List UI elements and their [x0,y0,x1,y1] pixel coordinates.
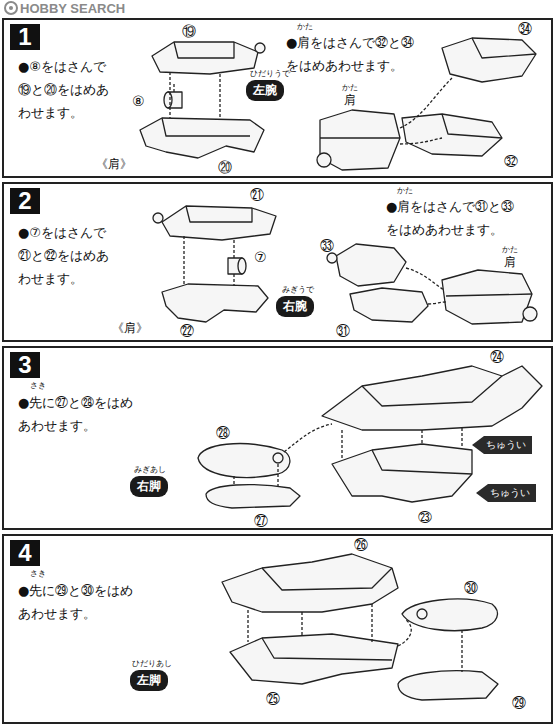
callout-number: ㉚ [464,580,478,594]
callout-number: ㉗ [254,514,268,528]
furigana: かた [397,187,413,195]
step-number-text: 3 [18,353,31,377]
furigana: ひだりあし [132,660,172,668]
furigana: さき [30,382,46,390]
instruction-text: ●先に㉗と㉘をはめあわせます。 [18,392,140,438]
step-number-text: 1 [18,25,31,49]
part-label-text: 右腕 [283,299,307,313]
callout-number: ㉕ [266,692,280,706]
caution-arrow: ちゅうい [472,436,532,454]
step-number: 1 [10,24,40,50]
instruction-text: ●肩をはさんで㉛と㉝をはめあわせます。 [386,196,521,242]
callout-number: ㉛ [336,324,350,338]
caution-arrow-fill [476,484,536,502]
step3-parts [198,366,542,508]
step-number: 3 [10,352,40,378]
callout-number: ㉘ [216,426,230,440]
callout-number: ㉖ [354,538,368,552]
callout-number: ⑲ [182,24,196,38]
note: 《肩》 [112,322,148,334]
part-label: 左脚 [130,670,168,691]
callout-number: ㉜ [504,154,518,168]
furigana: かた [342,84,358,92]
part-name: 肩 [344,94,356,106]
callout-number: ⑳ [218,160,232,174]
step-number-text: 2 [18,189,31,213]
part-name: 肩 [504,256,516,268]
caution-arrow: ちゅうい [476,484,536,502]
step-panel: ●⑧をはさんで⑲と⑳をはめあわせます。 ●肩をはさんで㉜と㉞をはめあわせます。 1 左… [2,18,553,178]
furigana: さき [30,570,46,578]
furigana: かた [502,246,518,254]
part-label-text: 左腕 [253,83,277,97]
logo-mark [5,2,17,14]
caution-text: ちゅうい [486,439,526,451]
step-number: 2 [10,188,40,214]
part-label: 左腕 [246,80,284,101]
callout-number: ㉔ [490,350,504,364]
furigana: みぎあし [134,466,166,474]
step-panel: ●⑦をはさんで㉑と㉒をはめあわせます。 ●肩をはさんで㉛と㉝をはめあわせます。 2 右… [2,182,553,342]
caution-text: ちゅうい [490,487,530,499]
furigana: みぎうで [282,286,314,294]
watermark: HOBBY SEARCH [20,2,125,15]
callout-number: ㉒ [180,324,194,338]
part-label-text: 右脚 [137,479,161,493]
step-number: 4 [10,540,40,566]
callout-number: ⑧ [132,94,145,108]
furigana: かた [297,23,313,31]
furigana: ひだりうで [250,70,290,78]
part-label-text: 左脚 [137,673,161,687]
step4-parts [222,554,498,700]
caution-arrow-fill [472,436,532,454]
callout-number: ㉙ [512,696,526,710]
instruction-text: ●⑧をはさんで⑲と⑳をはめあわせます。 [18,56,113,124]
part-label: 右腕 [276,296,314,317]
step-number-text: 4 [18,541,31,565]
callout-number: ㉞ [518,22,532,36]
instruction-text: ●⑦をはさんで㉑と㉒をはめあわせます。 [18,222,113,290]
callout-number: ㉑ [250,188,264,202]
part-label: 右脚 [130,476,168,497]
step-panel: ●先に㉗と㉘をはめあわせます。3右脚ちゅういちゅうい [2,346,553,530]
callout-number: ㉝ [320,238,334,252]
callout-number: ㉓ [418,510,432,524]
instruction-text: ●肩をはさんで㉜と㉞をはめあわせます。 [286,32,421,78]
callout-number: ⑦ [254,250,267,264]
instruction-text: ●先に㉙と㉚をはめあわせます。 [18,580,140,626]
note: 《肩》 [96,158,132,170]
